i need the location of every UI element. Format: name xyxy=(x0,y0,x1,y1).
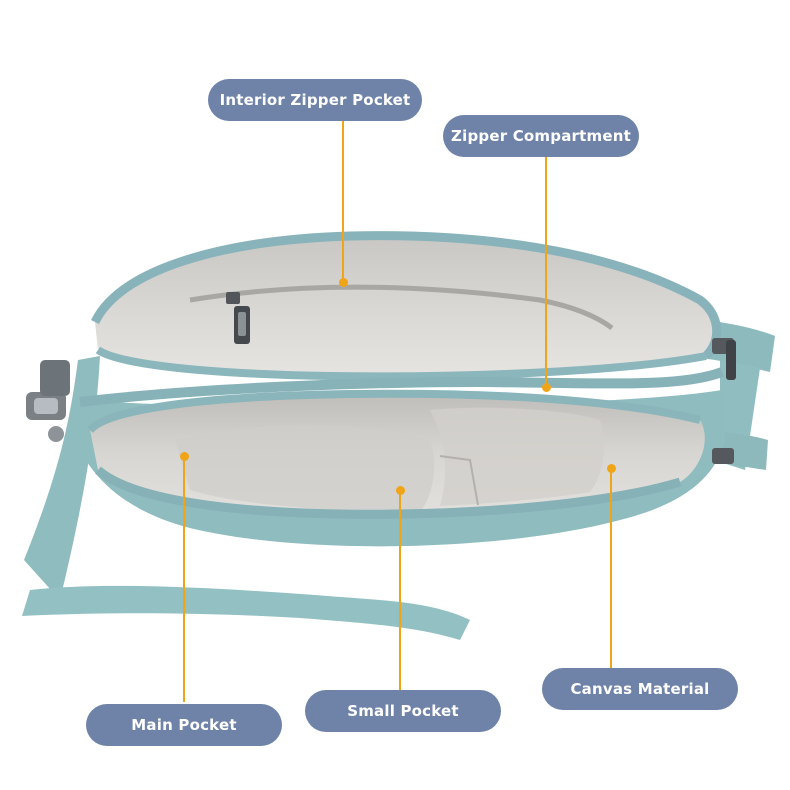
label-small-pocket: Small Pocket xyxy=(305,690,501,732)
interior-zipper xyxy=(189,284,614,331)
bottom-zipper-track xyxy=(95,466,682,519)
leader-line-canvas-material xyxy=(610,468,612,668)
leader-dot-main-pocket xyxy=(179,451,189,461)
interior-zipper-pull xyxy=(226,292,250,344)
top-zipper-track xyxy=(90,231,722,360)
leader-line-interior-zipper xyxy=(342,120,344,282)
leader-dot-small-pocket xyxy=(395,485,405,495)
label-interior-zipper-pocket: Interior Zipper Pocket xyxy=(208,79,422,121)
label-canvas-material: Canvas Material xyxy=(542,668,738,710)
middle-zipper-track xyxy=(79,367,724,407)
leader-dot-zipper-compartment xyxy=(541,382,551,392)
side-zipper-pulls xyxy=(712,338,736,464)
leader-line-main-pocket xyxy=(183,456,185,702)
top-compartment-lining xyxy=(95,235,717,377)
label-main-pocket: Main Pocket xyxy=(86,704,282,746)
leader-line-zipper-compartment xyxy=(545,155,547,387)
label-zipper-compartment: Zipper Compartment xyxy=(443,115,639,157)
leader-dot-canvas-material xyxy=(606,463,616,473)
leader-dot-interior-zipper xyxy=(338,277,348,287)
strap-buckle xyxy=(26,360,70,442)
leader-line-small-pocket xyxy=(399,490,401,690)
small-pocket-panel xyxy=(175,425,435,512)
